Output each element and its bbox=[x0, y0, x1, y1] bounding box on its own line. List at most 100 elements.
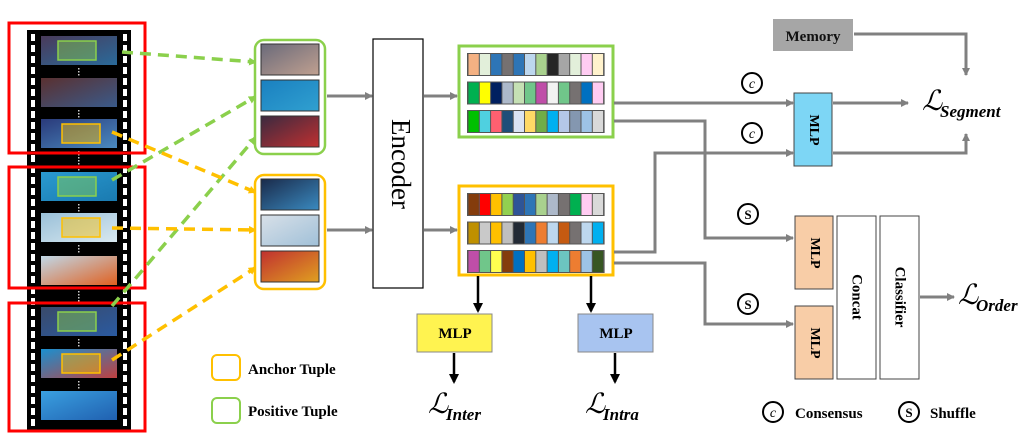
segment-box-2 bbox=[7, 165, 147, 290]
separator-dot bbox=[78, 345, 80, 347]
segment-mlp-block bbox=[793, 92, 833, 167]
sprocket-hole bbox=[123, 265, 127, 272]
sprocket-hole bbox=[123, 386, 127, 393]
feature-cell bbox=[513, 111, 524, 132]
inter-loss-symbol: ℒ bbox=[428, 389, 449, 420]
anchor-connector-2 bbox=[111, 225, 257, 234]
feature-cell bbox=[479, 111, 491, 132]
separator-dot bbox=[78, 169, 80, 171]
feature-cell bbox=[491, 222, 502, 244]
tuple-frame bbox=[260, 43, 320, 76]
sprocket-hole bbox=[31, 100, 35, 107]
separator-dot bbox=[78, 207, 80, 209]
sprocket-hole bbox=[123, 199, 127, 206]
sprocket-hole bbox=[123, 309, 127, 316]
feature-cell bbox=[570, 222, 581, 244]
sprocket-hole bbox=[31, 122, 35, 129]
filmstrip-frame-separators bbox=[78, 68, 80, 389]
sprocket-hole bbox=[123, 122, 127, 129]
sprocket-hole bbox=[123, 331, 127, 338]
sprocket-hole bbox=[123, 320, 127, 327]
feature-cell bbox=[592, 251, 604, 272]
feature-cell bbox=[513, 222, 524, 244]
order-mlp-bottom-block bbox=[794, 305, 834, 380]
separator-dot bbox=[78, 163, 80, 165]
sprocket-hole bbox=[31, 199, 35, 206]
anchor-region-box bbox=[61, 123, 101, 144]
sprocket-hole bbox=[31, 320, 35, 327]
separator-dot bbox=[78, 294, 80, 296]
tuple-frame bbox=[260, 178, 320, 211]
intra-mlp-block bbox=[577, 313, 654, 353]
sprocket-hole bbox=[31, 265, 35, 272]
separator-dot bbox=[78, 113, 80, 115]
feature-cell bbox=[491, 194, 502, 215]
consensus-icon bbox=[741, 72, 763, 94]
order-mlp-bottom-label: MLP bbox=[807, 327, 822, 359]
inter-mlp-label: MLP bbox=[438, 326, 471, 342]
sprocket-hole bbox=[31, 111, 35, 118]
separator-dot bbox=[78, 68, 80, 70]
feature-cell bbox=[570, 54, 581, 75]
feature-cell bbox=[558, 222, 570, 244]
feature-cell bbox=[525, 194, 536, 215]
feature-cell bbox=[570, 251, 581, 272]
separator-dot bbox=[78, 204, 80, 206]
separator-dot bbox=[78, 342, 80, 344]
feature-cell bbox=[581, 54, 592, 75]
consensus-legend-label: Consensus bbox=[795, 406, 863, 422]
sprocket-hole bbox=[31, 408, 35, 415]
sprocket-hole bbox=[123, 254, 127, 261]
consensus-symbol: c bbox=[749, 127, 756, 142]
order-loss-symbol: ℒ bbox=[958, 280, 979, 311]
separator-dot bbox=[78, 74, 80, 76]
feature-cell bbox=[592, 111, 604, 132]
separator-dot bbox=[78, 116, 80, 118]
feature-cell bbox=[581, 194, 592, 215]
sprocket-hole bbox=[123, 177, 127, 184]
feature-cell bbox=[592, 54, 604, 75]
anchor-region-box bbox=[61, 353, 101, 374]
feature-cell bbox=[513, 82, 524, 104]
sprocket-hole bbox=[31, 78, 35, 85]
sprocket-hole bbox=[123, 408, 127, 415]
feature-cell bbox=[547, 222, 558, 244]
feature-cell bbox=[536, 54, 547, 75]
positive-legend-swatch bbox=[211, 397, 241, 424]
feature-cell bbox=[513, 251, 524, 272]
order-loss-subscript: Order bbox=[976, 296, 1018, 315]
intra-mlp-label: MLP bbox=[599, 326, 632, 342]
feature-cell bbox=[525, 82, 536, 104]
shuffle-op-2: S bbox=[737, 293, 759, 315]
classifier-block bbox=[879, 215, 920, 380]
anchor-connector-1 bbox=[111, 130, 257, 194]
sprocket-hole bbox=[123, 353, 127, 360]
sprocket-hole bbox=[31, 254, 35, 261]
feature-cell bbox=[502, 82, 513, 104]
sprocket-hole bbox=[31, 375, 35, 382]
sprocket-hole bbox=[123, 89, 127, 96]
sprocket-hole bbox=[31, 353, 35, 360]
feature-cell bbox=[468, 222, 479, 244]
consensus-op-2: c bbox=[741, 122, 763, 144]
consensus-op-1: c bbox=[741, 72, 763, 94]
feature-cell bbox=[502, 111, 513, 132]
feature-cell bbox=[570, 194, 581, 215]
feature-cell bbox=[479, 251, 491, 272]
sprocket-hole bbox=[31, 67, 35, 74]
sprocket-hole bbox=[123, 397, 127, 404]
positive-region-box bbox=[57, 311, 97, 332]
sprocket-hole bbox=[123, 419, 127, 426]
consensus-legend-icon bbox=[762, 401, 784, 423]
separator-dot bbox=[78, 154, 80, 156]
consensus-legend-symbol: c bbox=[770, 406, 777, 421]
separator-dot bbox=[78, 251, 80, 253]
feature-cell bbox=[558, 54, 570, 75]
sprocket-hole bbox=[31, 342, 35, 349]
tuple-frame bbox=[260, 115, 320, 148]
sprocket-hole bbox=[31, 144, 35, 151]
sprocket-hole bbox=[123, 45, 127, 52]
anchor-region-box bbox=[61, 217, 101, 238]
feature-cell bbox=[491, 111, 502, 132]
